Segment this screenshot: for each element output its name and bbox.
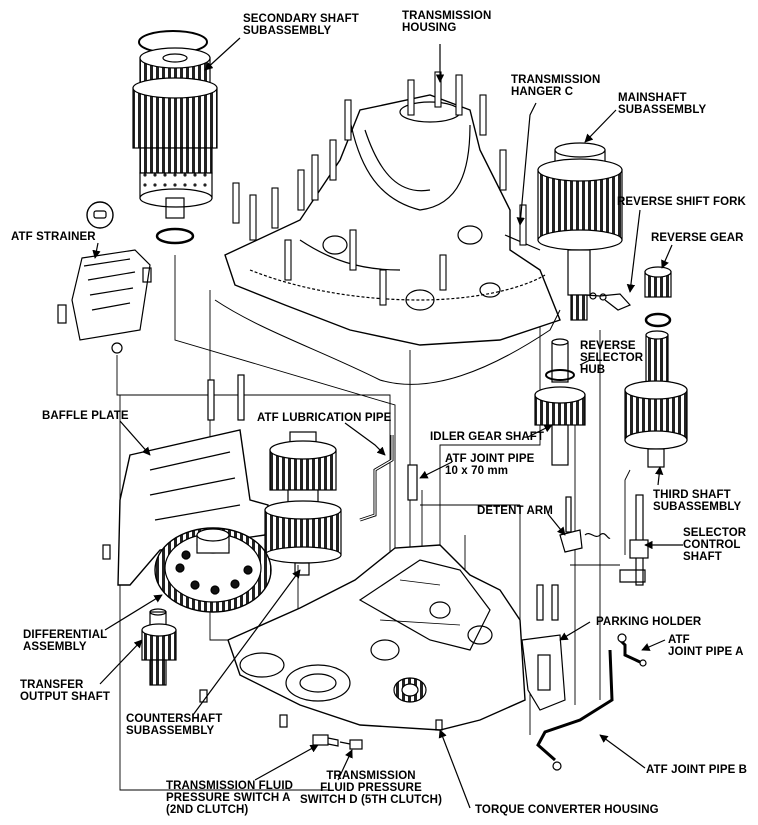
reverse-components	[584, 266, 672, 328]
label-third-shaft: THIRD SHAFT SUBASSEMBLY	[653, 489, 742, 513]
label-transmission-housing: TRANSMISSION HOUSING	[402, 10, 492, 34]
label-countershaft: COUNTERSHAFT SUBASSEMBLY	[126, 713, 223, 737]
label-transfer-output-shaft: TRANSFER OUTPUT SHAFT	[20, 679, 110, 703]
selector-and-detent	[559, 494, 649, 586]
label-atf-lubrication-pipe: ATF LUBRICATION PIPE	[257, 412, 392, 424]
idler-gear-shaft	[534, 338, 586, 466]
transmission-housing	[214, 71, 561, 385]
label-transmission-hanger-c: TRANSMISSION HANGER C	[511, 74, 601, 98]
label-selector-control-shaft: SELECTOR CONTROL SHAFT	[683, 527, 747, 563]
label-atf-joint-pipe-10x70: ATF JOINT PIPE 10 x 70 mm	[445, 453, 535, 477]
label-detent-arm: DETENT ARM	[477, 505, 553, 517]
label-pressure-switch-d: TRANSMISSION FLUID PRESSURE SWITCH D (5T…	[300, 770, 442, 806]
label-atf-joint-pipe-b: ATF JOINT PIPE B	[646, 764, 748, 776]
leader-lines	[92, 37, 683, 809]
mainshaft-subassembly	[537, 142, 623, 321]
label-reverse-shift-fork: REVERSE SHIFT FORK	[617, 196, 746, 208]
parking-holder	[521, 634, 566, 711]
label-differential-assembly: DIFFERENTIAL ASSEMBLY	[23, 629, 108, 653]
third-shaft-subassembly	[624, 330, 688, 468]
label-torque-converter-housing: TORQUE CONVERTER HOUSING	[475, 804, 659, 816]
differential-assembly	[154, 527, 272, 613]
secondary-shaft-subassembly	[132, 30, 218, 245]
atf-strainer	[57, 201, 152, 354]
label-atf-strainer: ATF STRAINER	[11, 231, 96, 243]
label-mainshaft: MAINSHAFT SUBASSEMBLY	[618, 92, 707, 116]
label-reverse-gear: REVERSE GEAR	[651, 232, 744, 244]
label-reverse-selector-hub: REVERSE SELECTOR HUB	[580, 340, 644, 376]
transfer-output-shaft	[141, 608, 177, 686]
pressure-switches	[312, 734, 363, 750]
label-idler-gear-shaft: IDLER GEAR SHAFT	[430, 431, 545, 443]
torque-converter-housing	[199, 544, 559, 731]
label-pressure-switch-a: TRANSMISSION FLUID PRESSURE SWITCH A (2N…	[166, 780, 294, 816]
atf-lubrication-pipe	[359, 435, 418, 522]
countershaft-subassembly	[264, 431, 342, 576]
label-parking-holder: PARKING HOLDER	[596, 616, 702, 628]
baffle-plate	[102, 374, 269, 586]
label-baffle-plate: BAFFLE PLATE	[42, 410, 129, 422]
label-atf-joint-pipe-a: ATF JOINT PIPE A	[668, 634, 744, 658]
label-secondary-shaft: SECONDARY SHAFT SUBASSEMBLY	[243, 13, 359, 37]
